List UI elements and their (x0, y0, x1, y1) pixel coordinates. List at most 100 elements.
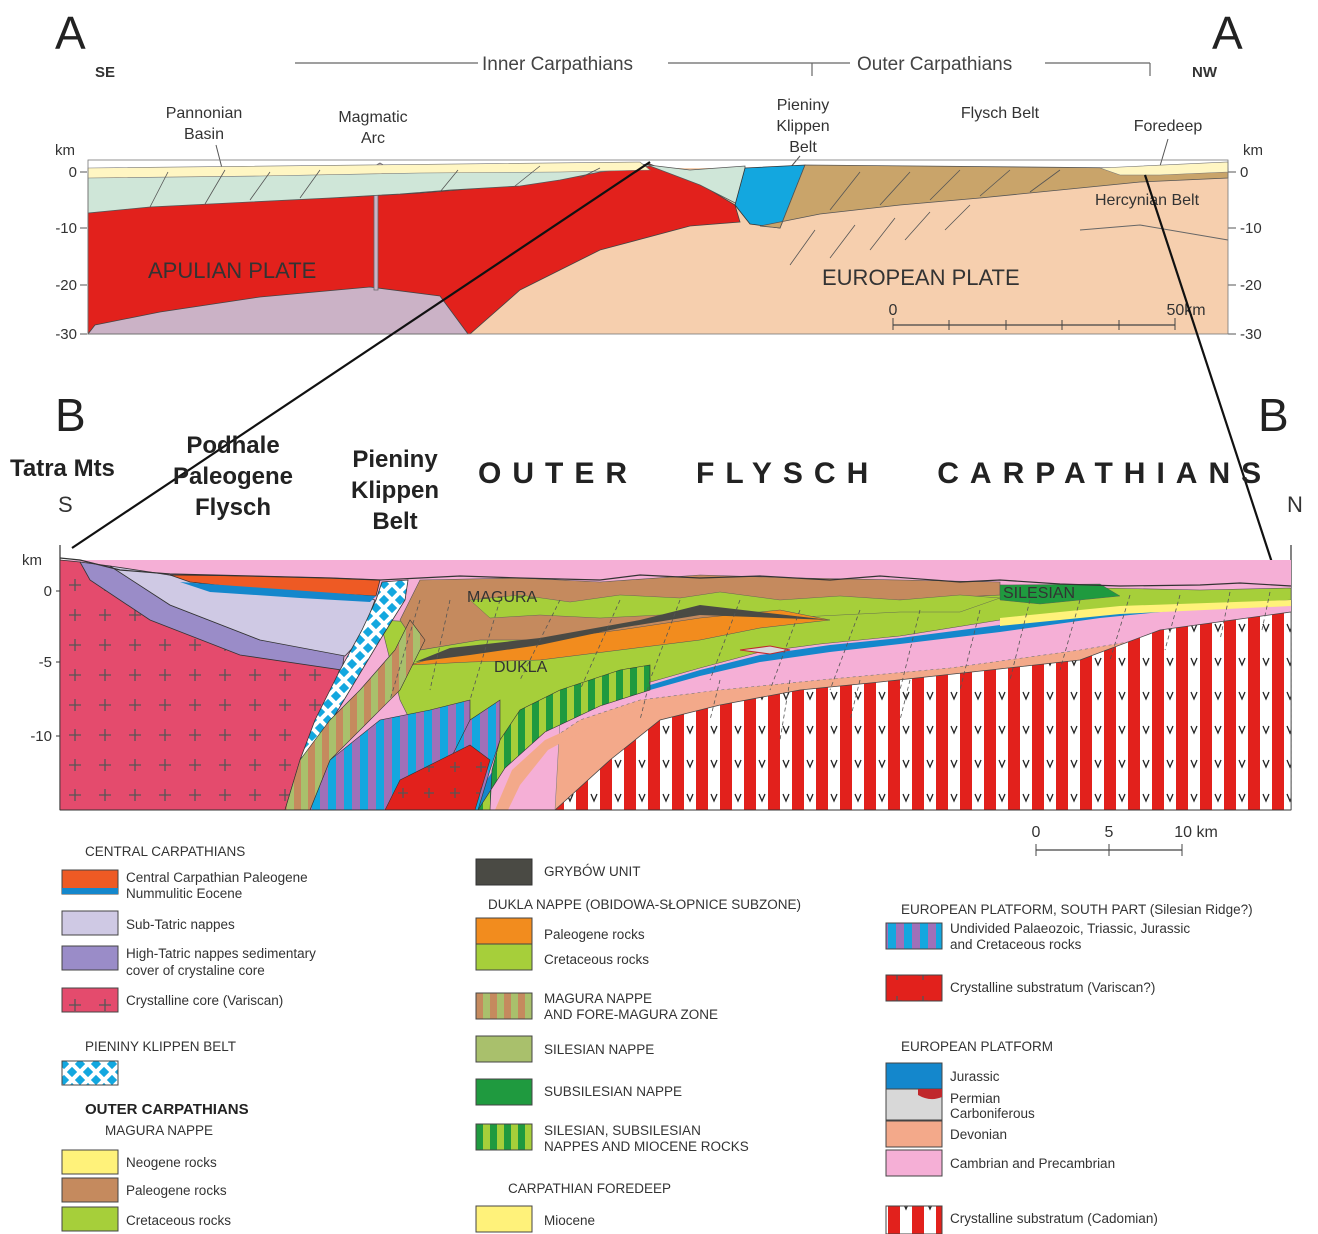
legend-paleogene: Paleogene rocks (62, 1178, 227, 1202)
legend-cambrian: Cambrian and Precambrian (886, 1150, 1115, 1176)
pannonian-basin-label-1: Pannonian (166, 105, 243, 122)
legend-cretaceous-label: Cretaceous rocks (126, 1213, 231, 1228)
legend-cc-paleogene-label-2: Nummulitic Eocene (126, 886, 242, 901)
legend-dukla-paleogene-label: Paleogene rocks (544, 927, 645, 942)
legend-undivided-label-1: Undivided Palaeozoic, Triassic, Jurassic (950, 921, 1190, 936)
a-right-depth-ticks: 0 -10 -20 -30 (1228, 164, 1262, 343)
legend-crystalline-variscan-label: Crystalline substratum (Variscan?) (950, 980, 1155, 995)
legend-central-carpathians-hdr: CENTRAL CARPATHIANS (85, 844, 245, 859)
legend-dukla-cretaceous-label: Cretaceous rocks (544, 952, 649, 967)
a-right-tick-10: -10 (1240, 220, 1262, 237)
european-plate-label: EUROPEAN PLATE (822, 265, 1020, 290)
podhale-label-2: Paleogene (173, 463, 293, 490)
a-scale-start: 0 (889, 302, 898, 319)
pieniny-label-3: Belt (372, 508, 417, 535)
legend-high-tatric-label-1: High-Tatric nappes sedimentary (126, 946, 316, 961)
outer-carpathians-label: Outer Carpathians (857, 54, 1012, 75)
legend-high-tatric: High-Tatric nappes sedimentary cover of … (62, 946, 316, 978)
legend-magura-fore-label-2: AND FORE-MAGURA ZONE (544, 1007, 718, 1022)
a-right-tick-30: -30 (1240, 326, 1262, 343)
direction-s: S (58, 492, 73, 517)
legend-ep-hdr: EUROPEAN PLATFORM (901, 1039, 1053, 1054)
pieniny-label-1: Pieniny (352, 446, 438, 473)
pieniny-label-2: Klippen (351, 477, 439, 504)
direction-nw: NW (1192, 64, 1218, 81)
legend-dukla-cretaceous: Cretaceous rocks (476, 944, 649, 970)
direction-se: SE (95, 64, 115, 81)
legend-foredeep-hdr: CARPATHIAN FOREDEEP (508, 1181, 671, 1196)
legend-sub-tatric: Sub-Tatric nappes (62, 911, 235, 935)
legend-cretaceous: Cretaceous rocks (62, 1207, 231, 1231)
legend: CENTRAL CARPATHIANS Central Carpathian P… (62, 844, 1253, 1234)
magmatic-arc-label-2: Arc (361, 130, 385, 147)
legend-silesian-nappe-label: SILESIAN NAPPE (544, 1042, 654, 1057)
pkb-label-1: Pieniny (777, 97, 829, 114)
legend-devonian: Devonian (886, 1121, 1007, 1147)
legend-subsilesian-nappe-label: SUBSILESIAN NAPPE (544, 1084, 682, 1099)
foredeep-fill (1100, 162, 1228, 175)
legend-jurassic: Jurassic (886, 1063, 1000, 1089)
legend-paleogene-label: Paleogene rocks (126, 1183, 227, 1198)
apulian-plate-label: APULIAN PLATE (148, 258, 316, 283)
legend-cc-paleogene-label-1: Central Carpathian Paleogene (126, 870, 308, 885)
legend-dukla-hdr: DUKLA NAPPE (OBIDOWA-SŁOPNICE SUBZONE) (488, 897, 801, 912)
pkb-label-3: Belt (789, 139, 817, 156)
inner-carpathians-label: Inner Carpathians (482, 54, 633, 75)
legend-magura-fore: MAGURA NAPPE AND FORE-MAGURA ZONE (476, 991, 718, 1022)
foredeep-label: Foredeep (1134, 118, 1203, 135)
section-b-body: MAGURA DUKLA SILESIAN (60, 558, 1291, 810)
legend-sil-subsil-miocene-label-2: NAPPES AND MIOCENE ROCKS (544, 1139, 749, 1154)
legend-cc-paleogene: Central Carpathian Paleogene Nummulitic … (62, 870, 308, 901)
legend-cambrian-label: Cambrian and Precambrian (950, 1156, 1115, 1171)
a-left-km: km (55, 142, 75, 159)
legend-miocene-label: Miocene (544, 1213, 595, 1228)
a-left-depth-ticks: 0 -10 -20 -30 (55, 164, 87, 343)
section-b-right-letter: B (1258, 389, 1289, 441)
a-scale-end: 50km (1166, 302, 1205, 319)
tatra-mts-label: Tatra Mts (10, 455, 115, 482)
legend-carboniferous-label: Carboniferous (950, 1106, 1035, 1121)
b-tick-5: -5 (39, 654, 52, 671)
dukla-label: DUKLA (494, 659, 548, 676)
a-right-tick-20: -20 (1240, 277, 1262, 294)
pkb-label-2: Klippen (776, 118, 829, 135)
legend-sub-tatric-label: Sub-Tatric nappes (126, 917, 235, 932)
legend-neogene-label: Neogene rocks (126, 1155, 217, 1170)
legend-miocene: Miocene (476, 1206, 595, 1232)
flysch-belt-label: Flysch Belt (961, 105, 1040, 122)
legend-undivided-label-2: and Cretaceous rocks (950, 937, 1082, 952)
legend-devonian-label: Devonian (950, 1127, 1007, 1142)
legend-permian-label: Permian (950, 1091, 1000, 1106)
b-tick-10: -10 (30, 728, 52, 745)
b-tick-0: 0 (44, 583, 52, 600)
section-a-right-letter: A (1212, 7, 1243, 59)
a-right-km: km (1243, 142, 1263, 159)
legend-subsilesian-nappe: SUBSILESIAN NAPPE (476, 1079, 682, 1105)
outer-flysch-carpathians-label: OUTER FLYSCH CARPATHIANS (478, 457, 1272, 490)
section-a-body: APULIAN PLATE EUROPEAN PLATE Hercynian B… (88, 160, 1228, 334)
legend-magura-fore-label-1: MAGURA NAPPE (544, 991, 652, 1006)
legend-ep-south-hdr: EUROPEAN PLATFORM, SOUTH PART (Silesian … (901, 902, 1253, 917)
legend-crystalline-variscan: Crystalline substratum (Variscan?) (886, 975, 1155, 1001)
legend-magura-hdr: MAGURA NAPPE (105, 1123, 213, 1138)
direction-n: N (1287, 492, 1303, 517)
legend-pieniny-hdr: PIENINY KLIPPEN BELT (85, 1039, 236, 1054)
legend-crystalline-cadomian: Crystalline substratum (Cadomian) (886, 1206, 1158, 1234)
legend-silesian-nappe: SILESIAN NAPPE (476, 1036, 654, 1062)
hercynian-belt-label: Hercynian Belt (1095, 192, 1200, 209)
legend-undivided: Undivided Palaeozoic, Triassic, Jurassic… (886, 921, 1190, 952)
b-scale-0: 0 (1032, 824, 1041, 841)
section-a: A A SE NW Inner Carpathians Outer Carpat… (55, 7, 1263, 343)
pannonian-basin-label-2: Basin (184, 126, 224, 143)
section-b-scale-bar: 0 5 10 km (1032, 824, 1218, 856)
legend-pieniny-swatch (62, 1061, 118, 1085)
b-scale-5: 5 (1105, 824, 1114, 841)
legend-permian-carb: Permian Carboniferous (886, 1089, 1035, 1121)
legend-grybow-label: GRYBÓW UNIT (544, 864, 641, 879)
section-b-left-letter: B (55, 389, 86, 441)
b-scale-10: 10 km (1174, 824, 1218, 841)
a-left-tick-0: 0 (69, 164, 77, 181)
podhale-label-3: Flysch (195, 494, 271, 521)
legend-outer-carpathians-hdr: OUTER CARPATHIANS (85, 1101, 249, 1118)
legend-neogene: Neogene rocks (62, 1150, 217, 1174)
